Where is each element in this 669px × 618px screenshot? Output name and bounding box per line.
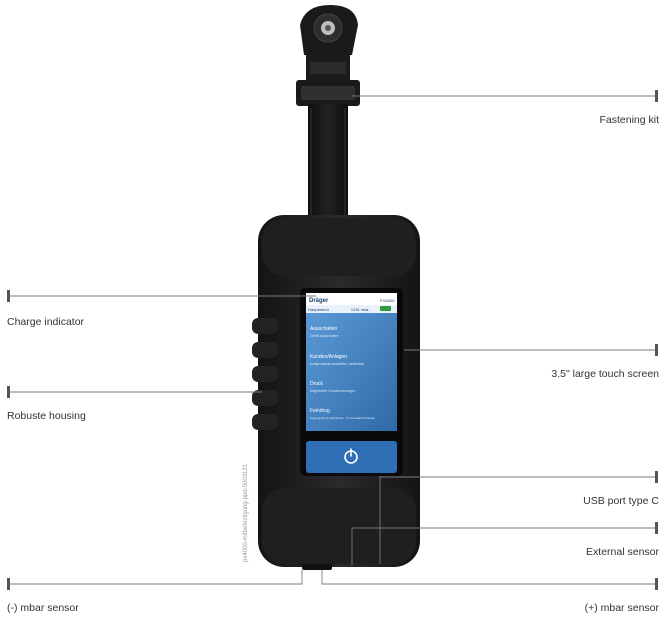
- menu-item-title: Druck: [310, 381, 324, 387]
- touch-screen: [300, 288, 403, 476]
- power-button: [306, 441, 397, 473]
- leader-lines: [8, 95, 657, 585]
- menu-item-subtitle: Zugangsdruck bearbeiten, zur Auswahlmeth…: [310, 416, 376, 420]
- menu-item-title: Feindrug: [310, 408, 330, 414]
- usb-port-label: USB port type C: [583, 495, 659, 507]
- tick-marks: [7, 90, 658, 590]
- external-sensor-label: External sensor: [586, 546, 659, 558]
- screen-status-title: Hauptmenü: [308, 307, 329, 312]
- screen-status-time: 14:51 mbar: [351, 308, 370, 312]
- battery-icon: [380, 306, 391, 311]
- image-credit: px4000-mitbefestigung-ppd-5003121: [243, 463, 249, 562]
- fastening-kit-label: Fastening kit: [599, 114, 659, 126]
- menu-item-subtitle: Gerät ausschalten: [310, 334, 338, 338]
- menu-item-title: Kunden/Anlagen: [310, 354, 347, 360]
- charge-indicator-label: Charge indicator: [7, 316, 85, 328]
- minus-sensor-label: (-) mbar sensor: [7, 602, 79, 614]
- screen-model: FG4000: [380, 298, 395, 303]
- robuste-housing-label: Robuste housing: [7, 410, 86, 422]
- touch-screen-label: 3.5" large touch screen: [551, 368, 659, 380]
- menu-item-title: Ausschalten: [310, 326, 337, 332]
- fastening-kit: [296, 5, 360, 224]
- menu-item-subtitle: Anlagendetails auswählen, bearbeiten: [310, 362, 364, 366]
- brand-logo: Dräger: [309, 298, 329, 304]
- plus-sensor-label: (+) mbar sensor: [584, 602, 659, 614]
- menu-item-subtitle: Allgemeine Druckmessungen: [310, 389, 356, 393]
